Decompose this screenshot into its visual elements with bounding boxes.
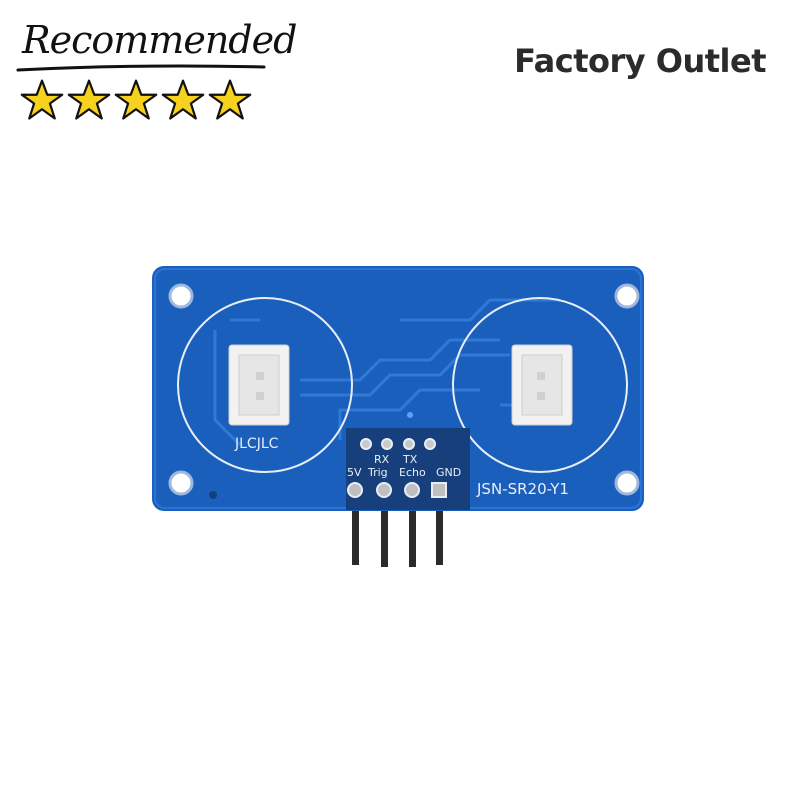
pin-label-echo: Echo	[399, 466, 426, 479]
star-rating	[20, 78, 252, 122]
model-label: JSN-SR20-Y1	[476, 480, 569, 498]
recommended-badge: Recommended	[12, 18, 297, 128]
pcb-traces	[213, 298, 560, 447]
star-icon	[114, 79, 158, 120]
factory-outlet-title: Factory Outlet	[514, 42, 766, 80]
right-transducer-outline	[452, 297, 628, 473]
tx-label: TX	[402, 453, 418, 466]
star-icon	[161, 79, 205, 120]
jlc-label: JLCJLC	[234, 436, 279, 452]
star-icon	[67, 79, 111, 120]
pin-label-gnd: GND	[436, 466, 461, 479]
rx-tx-pads	[360, 438, 436, 450]
pcb-board	[152, 266, 644, 511]
rx-label: RX	[374, 453, 390, 466]
mounting-holes	[168, 283, 640, 496]
star-icon	[208, 79, 252, 120]
header-pads	[347, 482, 447, 498]
left-connector	[228, 344, 290, 426]
underline-stroke	[16, 64, 266, 72]
pin-label-5v: 5V	[347, 466, 362, 479]
star-icon	[20, 79, 64, 120]
left-transducer-outline	[177, 297, 353, 473]
right-connector	[511, 344, 573, 426]
pin-label-trig: Trig	[367, 466, 388, 479]
recommended-text: Recommended	[22, 18, 297, 62]
